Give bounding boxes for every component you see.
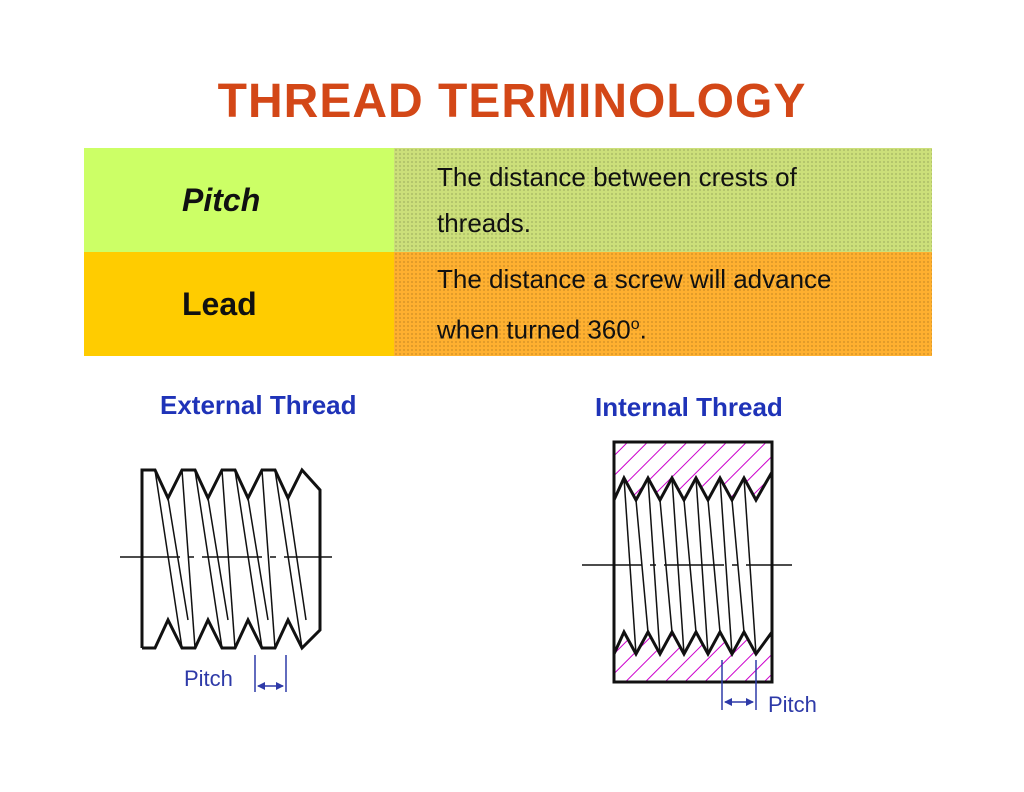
- definitions-table: Pitch The distance between crests of thr…: [84, 148, 932, 356]
- page-title: THREAD TERMINOLOGY: [217, 75, 807, 128]
- external-thread-label: External Thread: [160, 390, 357, 420]
- term-pitch: Pitch: [84, 148, 394, 252]
- term-lead: Lead: [84, 252, 394, 356]
- description-lead: The distance a screw will advance when t…: [394, 252, 932, 356]
- definition-row-lead: Lead The distance a screw will advance w…: [84, 252, 932, 356]
- description-pitch: The distance between crests of threads.: [394, 148, 932, 252]
- description-lead-period: .: [639, 314, 647, 345]
- internal-thread-diagram: [582, 440, 792, 710]
- definition-row-pitch: Pitch The distance between crests of thr…: [84, 148, 932, 252]
- external-pitch-label: Pitch: [184, 666, 233, 691]
- degree-superscript: o: [630, 315, 640, 333]
- external-thread-diagram: [120, 467, 332, 692]
- description-lead-line1: The distance a screw will advance: [437, 263, 832, 294]
- internal-thread-label: Internal Thread: [595, 392, 783, 422]
- description-lead-line2: when turned 360: [437, 314, 631, 345]
- internal-pitch-label: Pitch: [768, 692, 817, 717]
- description-pitch-line1: The distance between crests of: [437, 162, 797, 192]
- description-pitch-line2: threads.: [437, 208, 531, 238]
